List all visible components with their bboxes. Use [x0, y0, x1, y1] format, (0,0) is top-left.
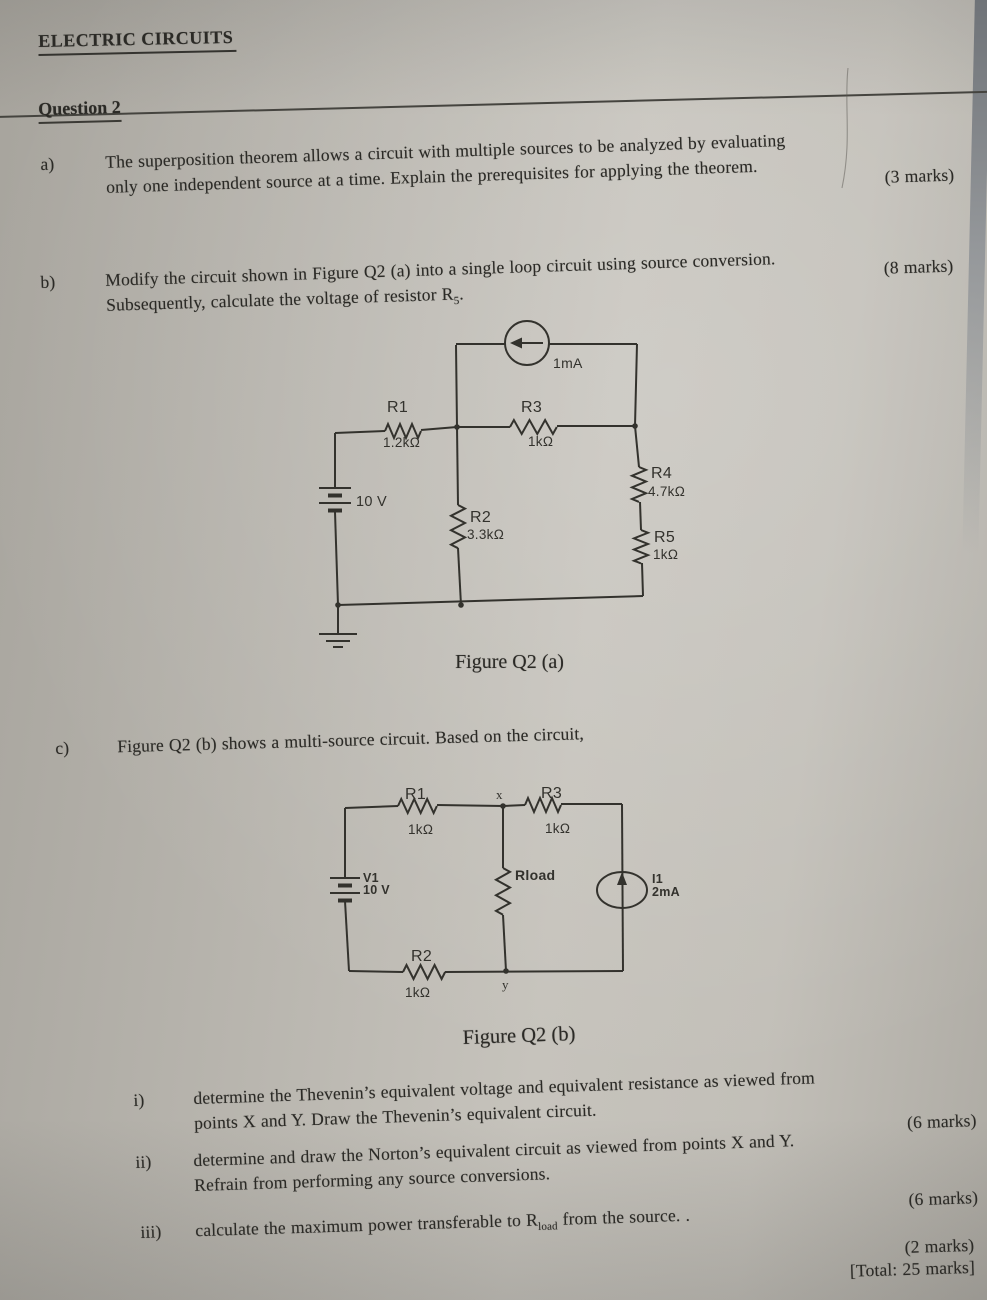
- resistor-r3-symbol: [508, 418, 559, 436]
- resistor-r5-symbol: [633, 529, 649, 565]
- wire: [456, 426, 459, 506]
- pen-scratch-mark: [841, 67, 849, 189]
- junction-dot: [458, 602, 464, 608]
- current-source-arrow-head: [510, 337, 522, 349]
- paper-edge-shadow: [962, 0, 987, 554]
- figure-b-caption: Figure Q2 (b): [462, 1023, 576, 1049]
- figure-q2b-circuit: R1 1kΩ x R3 1kΩ Rload V1 10 V I1 2mA R2 …: [330, 785, 680, 1000]
- node-x-label: x: [496, 787, 503, 802]
- r3-value: 1kΩ: [528, 434, 553, 449]
- junction-dot: [335, 602, 341, 608]
- figure-a-caption: Figure Q2 (a): [455, 651, 564, 673]
- wire: [348, 970, 404, 973]
- r1-value: 1kΩ: [408, 822, 433, 837]
- v1-value: 10 V: [363, 883, 390, 897]
- question-part-b: b) Modify the circuit shown in Figure Q2…: [40, 241, 954, 328]
- r2-name: R2: [411, 948, 432, 965]
- r5-name: R5: [654, 529, 675, 546]
- part-a-marks: (3 marks): [884, 164, 955, 187]
- wire: [641, 562, 644, 597]
- node-y-dot: [503, 968, 509, 974]
- r5-value: 1kΩ: [653, 547, 678, 562]
- bottom-wire: [444, 970, 624, 973]
- subscript-load: load: [537, 1220, 558, 1233]
- part-c-label: c): [55, 737, 70, 758]
- r4-name: R4: [651, 465, 672, 482]
- node-x-dot: [500, 803, 506, 809]
- wire: [344, 805, 399, 809]
- battery-icon: [319, 433, 351, 606]
- r2-value: 1kΩ: [405, 985, 430, 1000]
- question-item-ii: ii) determine and draw the Norton’s equi…: [135, 1122, 978, 1209]
- resistor-rload-symbol: [494, 866, 512, 917]
- part-b-marks: (8 marks): [883, 255, 954, 278]
- i1-name: I1: [652, 872, 663, 886]
- resistor-r4-symbol: [631, 466, 647, 503]
- item-iii-label: iii): [140, 1221, 162, 1242]
- rload-name: Rload: [515, 867, 555, 883]
- right-rail-wire: [621, 803, 624, 972]
- wire: [436, 804, 526, 807]
- junction-dot: [632, 423, 638, 429]
- item-ii-label: ii): [135, 1151, 152, 1172]
- figure-q2a-circuit: 1mA R1 1.2kΩ R3 1kΩ R4 4.7kΩ R5 1kΩ R2 3…: [319, 320, 685, 648]
- ground-icon: [319, 605, 357, 648]
- current-source-arrow-head: [617, 872, 627, 885]
- wire: [334, 430, 386, 434]
- item-iii-text: calculate the maximum power transferable…: [195, 1204, 691, 1241]
- wire: [457, 547, 462, 606]
- resistor-r2-symbol: [401, 963, 447, 981]
- part-c-text: Figure Q2 (b) shows a multi-source circu…: [117, 723, 585, 757]
- question-part-a: a) The superposition theorem allows a ci…: [40, 123, 954, 202]
- r3-value: 1kΩ: [545, 821, 570, 836]
- i1-value: 2mA: [652, 885, 680, 899]
- wire: [502, 914, 507, 972]
- r2-value: 3.3kΩ: [467, 527, 504, 542]
- question-item-iii: iii) calculate the maximum power transfe…: [140, 1194, 975, 1281]
- current-source-value: 1mA: [553, 355, 583, 371]
- battery-value: 10 V: [356, 494, 387, 510]
- page-title: ELECTRIC CIRCUITS: [38, 26, 237, 56]
- r1-name: R1: [387, 399, 408, 416]
- part-a-label: a): [40, 153, 55, 174]
- r3-name: R3: [541, 785, 562, 802]
- r4-value: 4.7kΩ: [648, 484, 685, 499]
- item-i-label: i): [133, 1089, 145, 1110]
- r1-name: R1: [405, 786, 426, 803]
- question-part-c: c) Figure Q2 (b) shows a multi-source ci…: [55, 712, 917, 761]
- bottom-wire: [337, 595, 644, 606]
- node-y-label: y: [502, 977, 509, 992]
- junction-dot: [454, 424, 460, 430]
- wire: [420, 426, 458, 431]
- wire: [639, 501, 642, 531]
- r3-name: R3: [521, 399, 542, 416]
- current-source-loop-wire: [455, 343, 638, 428]
- part-b-label: b): [40, 271, 56, 292]
- current-source-icon: [504, 320, 550, 366]
- resistor-r2-symbol: [449, 503, 467, 550]
- r1-value: 1.2kΩ: [383, 435, 420, 450]
- question-title: Question 2: [38, 96, 122, 124]
- v1-name: V1: [363, 871, 379, 885]
- wire: [634, 425, 640, 468]
- battery-icon: [330, 808, 360, 972]
- r2-name: R2: [470, 509, 491, 526]
- total-marks: [Total: 25 marks]: [849, 1256, 976, 1281]
